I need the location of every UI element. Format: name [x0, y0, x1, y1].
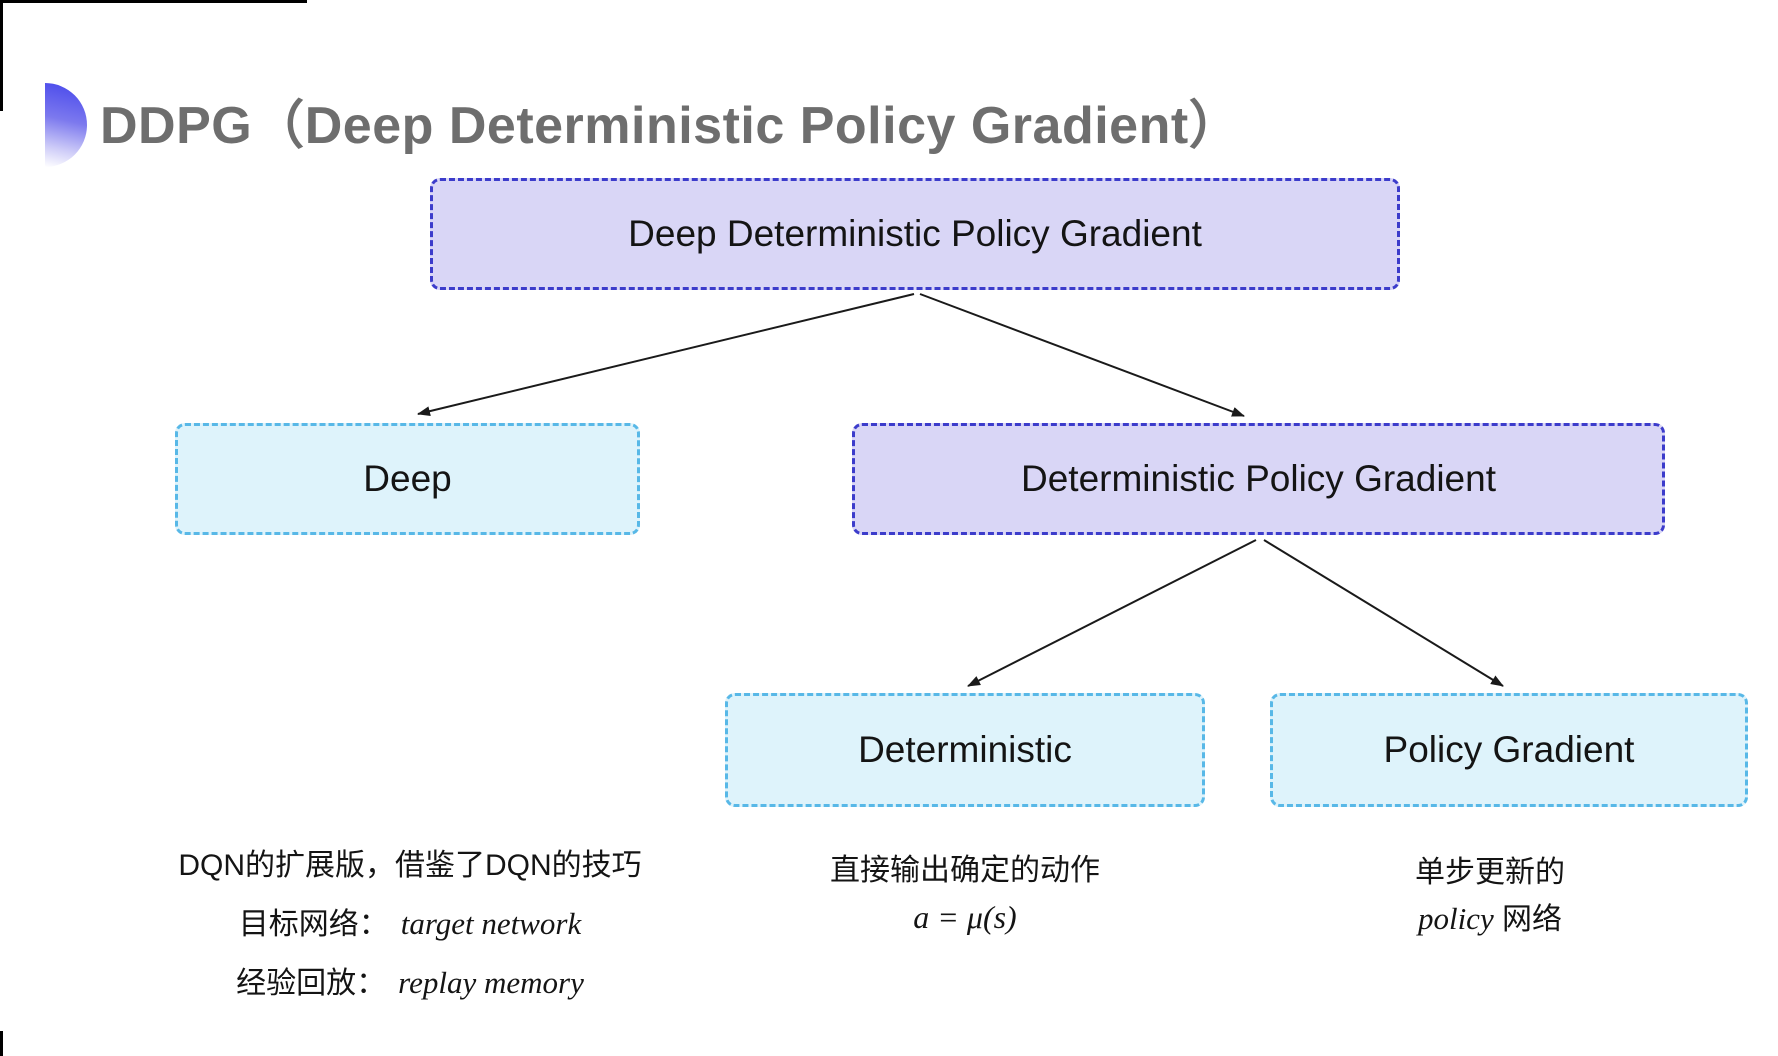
replay-memory-term: replay memory [398, 965, 584, 1000]
note-deep-target-network: 目标网络： target network [140, 895, 680, 954]
policy-network-label: 网络 [1493, 903, 1563, 936]
node-label: Policy Gradient [1383, 729, 1635, 770]
node-deep-deterministic-policy-gradient: Deep Deterministic Policy Gradient [430, 178, 1400, 290]
node-label: Deep [363, 458, 452, 499]
node-deep: Deep [175, 423, 640, 535]
node-label: Deterministic [858, 729, 1072, 770]
note-policy-gradient: 单步更新的 policy 网络 [1295, 850, 1685, 943]
frame-left-line-bottom [0, 1031, 3, 1056]
page-title: DDPG（Deep Deterministic Policy Gradient） [100, 97, 1242, 155]
note-deterministic: 直接输出确定的动作 a = μ(s) [770, 848, 1160, 940]
note-deterministic-formula: a = μ(s) [913, 899, 1017, 935]
half-circle-bullet-icon [45, 83, 87, 167]
node-policy-gradient: Policy Gradient [1270, 693, 1748, 807]
arrow-root-to-dpg [919, 293, 1245, 417]
node-label: Deep Deterministic Policy Gradient [628, 213, 1202, 254]
note-policy-line1: 单步更新的 [1415, 856, 1565, 889]
note-deep-replay-memory: 经验回放： replay memory [140, 954, 680, 1013]
node-label: Deterministic Policy Gradient [1021, 458, 1496, 499]
note-policy-line2: policy 网络 [1295, 896, 1685, 943]
target-network-term: target network [400, 906, 582, 941]
frame-left-line-top [0, 0, 3, 111]
note-deep: DQN的扩展版，借鉴了DQN的技巧 目标网络： target network 经验… [140, 837, 680, 1013]
note-deterministic-line1: 直接输出确定的动作 [830, 854, 1100, 887]
target-network-label: 目标网络： [238, 908, 389, 941]
replay-memory-label: 经验回放： [236, 967, 387, 1000]
node-deterministic-policy-gradient: Deterministic Policy Gradient [852, 423, 1665, 535]
policy-term: policy [1417, 901, 1494, 936]
node-deterministic: Deterministic [725, 693, 1205, 807]
arrow-dpg-to-deterministic [967, 539, 1257, 687]
arrow-root-to-deep [417, 293, 915, 417]
arrow-dpg-to-policy-gradient [1263, 539, 1504, 687]
frame-top-line [0, 0, 307, 3]
note-deep-line1: DQN的扩展版，借鉴了DQN的技巧 [178, 849, 642, 882]
